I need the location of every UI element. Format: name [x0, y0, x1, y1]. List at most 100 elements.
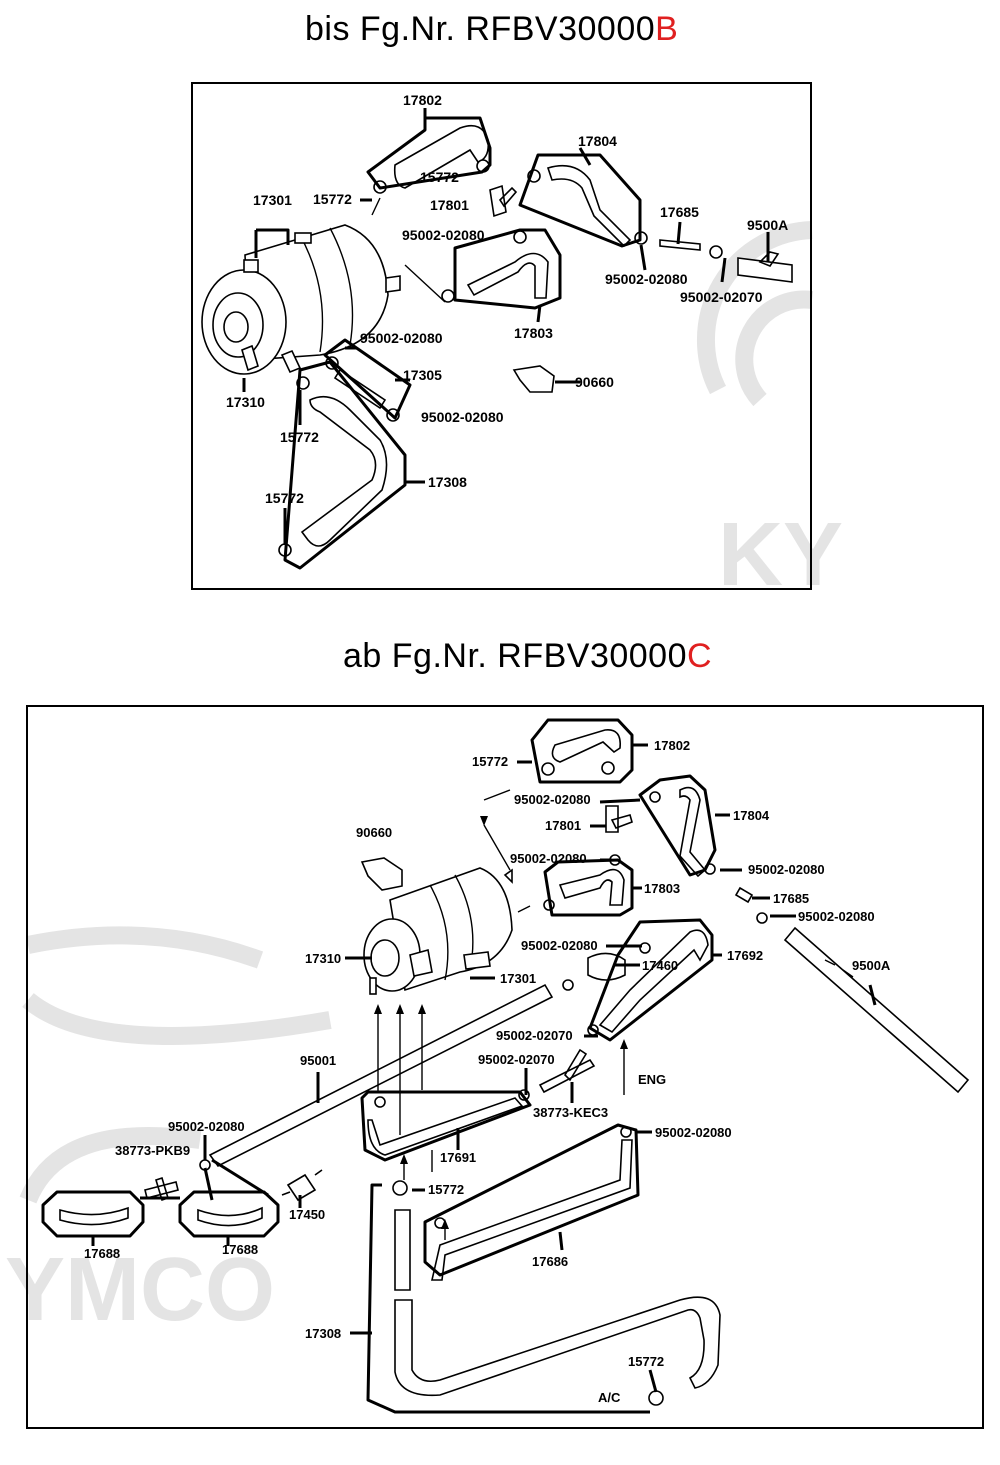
- box-17802-bottom: [530, 718, 634, 784]
- canister-bottom: [363, 867, 513, 995]
- label-17688-b-bottom: 17688: [222, 1242, 258, 1257]
- box-17688-b-bottom: [178, 1190, 280, 1238]
- clamp-15772-c-bottom: [392, 1180, 408, 1196]
- hose-17804-bottom: [679, 786, 707, 878]
- box-17686-bottom: [423, 1123, 640, 1277]
- label-95002-02070-top: 95002-02070: [680, 289, 763, 305]
- label-95002-02080-a-bottom: 95002-02080: [514, 792, 591, 807]
- label-15772-c-top: 15772: [280, 429, 319, 445]
- bottom-frame: [26, 705, 984, 1429]
- label-95002-02080-g-bottom: 95002-02080: [655, 1125, 732, 1140]
- top-diagram: KY: [191, 82, 843, 605]
- box-17308-bottom: [366, 1183, 650, 1414]
- bottom-watermark: YMCO: [5, 926, 332, 1340]
- label-17450-bottom: 17450: [289, 1207, 325, 1222]
- hose-17802-bottom: [551, 729, 622, 763]
- label-17801-bottom: 17801: [545, 818, 581, 833]
- bracket-90660-bottom: [360, 857, 403, 891]
- label-95002-02080-b-top: 95002-02080: [605, 271, 688, 287]
- clamp-15772-d-bottom: [648, 1390, 664, 1406]
- box-17688-a-bottom: [41, 1190, 145, 1238]
- label-38773-PKB9-bottom: 38773-PKB9: [115, 1143, 190, 1158]
- label-17308-bottom: 17308: [305, 1326, 341, 1341]
- label-17301-bottom: 17301: [500, 971, 536, 986]
- label-17310-top: 17310: [226, 394, 265, 410]
- label-17686-bottom: 17686: [532, 1254, 568, 1269]
- heading-bottom-prefix: ab Fg.Nr. RFBV30000: [343, 637, 688, 675]
- pipe-17685-bottom: [734, 886, 754, 904]
- heading-top: bis Fg.Nr. RFBV30000B: [305, 10, 678, 49]
- top-frame: [191, 82, 812, 590]
- label-38773-KEC3-bottom: 38773-KEC3: [533, 1105, 608, 1120]
- label-17310-bottom: 17310: [305, 951, 341, 966]
- label-95002-02080-b-bottom: 95002-02080: [510, 851, 587, 866]
- box-17803-top: [453, 228, 562, 310]
- clamp-15772-a-bottom: [541, 762, 555, 776]
- hose-9500A-bottom: [783, 926, 970, 1094]
- label-95002-02080-d-top: 95002-02080: [421, 409, 504, 425]
- box-17691-bottom: [360, 1090, 532, 1162]
- label-15772-a-top: 15772: [313, 191, 352, 207]
- label-17804-top: 17804: [578, 133, 617, 149]
- label-17301-top: 17301: [253, 192, 292, 208]
- label-95002-02070-a-bottom: 95002-02070: [496, 1028, 573, 1043]
- label-9500A-top: 9500A: [747, 217, 788, 233]
- label-17803-top: 17803: [514, 325, 553, 341]
- hose-17688-a-bottom: [59, 1206, 129, 1226]
- label-17685-bottom: 17685: [773, 891, 809, 906]
- box-17308-top: [283, 360, 407, 570]
- label-95002-02080-c-bottom: 95002-02080: [748, 862, 825, 877]
- filter-17450-bottom: [281, 1169, 323, 1202]
- label-17691-bottom: 17691: [440, 1150, 476, 1165]
- clamp-15772-b-bottom: [601, 761, 615, 775]
- clamp-a-bottom: [649, 791, 661, 803]
- label-95002-02080-f-bottom: 95002-02080: [168, 1119, 245, 1134]
- label-95002-02070-b-bottom: 95002-02070: [478, 1052, 555, 1067]
- label-ENG-bottom: ENG: [638, 1072, 666, 1087]
- label-17692-bottom: 17692: [727, 948, 763, 963]
- top-watermark: KY: [696, 221, 843, 605]
- label-95002-02080-c-top: 95002-02080: [360, 330, 443, 346]
- heading-top-suffix: B: [655, 10, 679, 48]
- bracket-90660-top: [512, 365, 555, 393]
- label-90660-bottom: 90660: [356, 825, 392, 840]
- hose-17692-bottom: [598, 929, 709, 1034]
- canister-top: [201, 224, 401, 375]
- label-17804-bottom: 17804: [733, 808, 770, 823]
- label-15772-b-bottom: 15772: [428, 1182, 464, 1197]
- label-17803-bottom: 17803: [644, 881, 680, 896]
- label-15772-a-bottom: 15772: [472, 754, 508, 769]
- label-15772-d-top: 15772: [265, 490, 304, 506]
- bracket-17301-top: [254, 228, 290, 258]
- valve-17460-bottom: [587, 952, 626, 981]
- clamp-f-bottom: [639, 942, 651, 954]
- heading-bottom-suffix: C: [687, 637, 713, 675]
- hose-17686-bottom: [430, 1139, 633, 1281]
- label-17308-top: 17308: [428, 474, 467, 490]
- tee-38773-KEC3-bottom: [538, 1048, 596, 1094]
- tee-17801-bottom: [605, 805, 633, 833]
- hose-17803-top: [466, 252, 549, 299]
- bottom-diagram: YMCO: [5, 705, 984, 1429]
- bottom-watermark-text: YMCO: [5, 1240, 275, 1340]
- flow-arrows-bottom: [374, 789, 628, 1240]
- label-17688-a-bottom: 17688: [84, 1246, 120, 1261]
- box-17692-bottom: [588, 918, 714, 1042]
- label-17460-bottom: 17460: [642, 958, 678, 973]
- label-9500A-bottom: 9500A: [852, 958, 891, 973]
- label-90660-top: 90660: [575, 374, 614, 390]
- heading-top-prefix: bis Fg.Nr. RFBV30000: [305, 10, 656, 48]
- label-95001-bottom: 95001: [300, 1053, 336, 1068]
- hose-17308-top: [300, 395, 388, 547]
- hose-17803-bottom: [558, 868, 625, 906]
- label-AC-bottom: A/C: [598, 1390, 621, 1405]
- label-95002-02080-e-bottom: 95002-02080: [521, 938, 598, 953]
- hose-17688-b-bottom: [197, 1206, 263, 1227]
- label-15772-b-top: 15772: [420, 169, 459, 185]
- hose-17691-bottom: [367, 1097, 524, 1156]
- clamp-j-bottom: [374, 1096, 386, 1108]
- clamp-c-top: [513, 230, 527, 244]
- box-17305-top: [323, 338, 412, 420]
- label-17801-top: 17801: [430, 197, 469, 213]
